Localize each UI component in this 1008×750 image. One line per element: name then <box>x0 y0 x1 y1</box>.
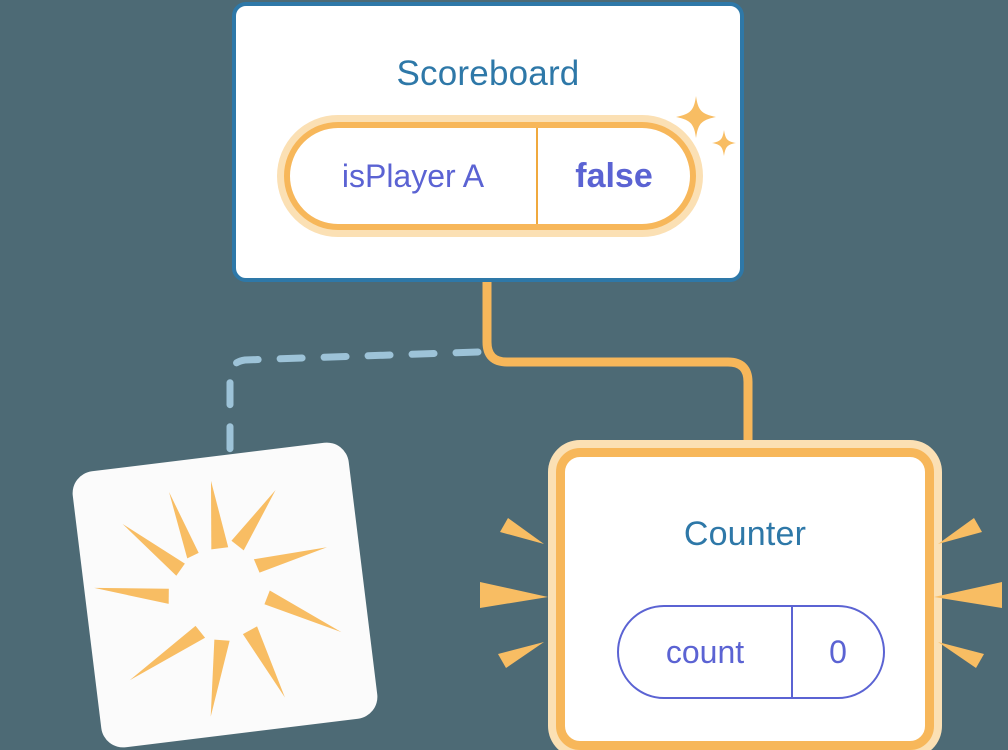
burst-rays-radial-icon <box>94 480 342 717</box>
counter-state-key: count <box>619 607 793 697</box>
scoreboard-state-value: false <box>575 156 653 195</box>
sparkle-small-icon <box>712 130 736 156</box>
scoreboard-state-key: isPlayer A <box>290 128 538 224</box>
ghost-card[interactable] <box>70 440 380 750</box>
counter-card-title: Counter <box>683 515 807 553</box>
counter-card[interactable]: Counter count 0 <box>556 448 934 750</box>
counter-state-value: 0 <box>829 633 847 670</box>
burst-rays-right-icon <box>934 518 1002 668</box>
scoreboard-state-pill[interactable]: isPlayer A false <box>284 122 696 230</box>
connector-render-update <box>482 277 753 467</box>
burst-rays-left-icon <box>480 518 548 668</box>
counter-state-pill[interactable]: count 0 <box>617 605 885 699</box>
sparkle-large-icon <box>676 96 716 138</box>
scoreboard-card-title: Scoreboard <box>396 54 580 93</box>
scoreboard-card[interactable]: Scoreboard isPlayer A false <box>232 2 744 282</box>
connector-removed-branch <box>226 348 482 466</box>
